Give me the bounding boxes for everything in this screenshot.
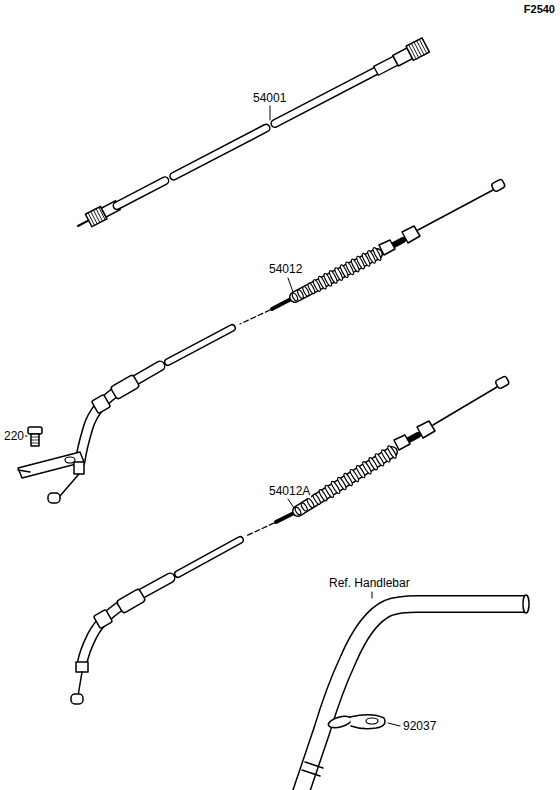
boot-rib bbox=[300, 502, 308, 512]
boot-rib bbox=[291, 293, 298, 302]
clutch-cable bbox=[18, 179, 506, 503]
corrugated-boots bbox=[291, 247, 397, 516]
boot-body bbox=[298, 452, 392, 511]
boot-rib bbox=[294, 507, 302, 516]
callout-number: 92037 bbox=[402, 719, 437, 733]
callout-number: 54001 bbox=[252, 91, 287, 105]
reference-label: Ref. Handlebar bbox=[328, 576, 411, 590]
callout-number: 54012A bbox=[268, 484, 311, 498]
throttle-cable bbox=[71, 376, 510, 704]
boot-rib bbox=[306, 498, 315, 509]
figure-number: F2540 bbox=[523, 2, 556, 16]
callout-number: 220 bbox=[3, 429, 25, 443]
handlebar bbox=[300, 595, 529, 790]
boot-body bbox=[298, 452, 392, 511]
callout-number: 54012 bbox=[268, 262, 303, 276]
leader-lines bbox=[21, 106, 400, 726]
speedometer-cable bbox=[74, 38, 429, 233]
